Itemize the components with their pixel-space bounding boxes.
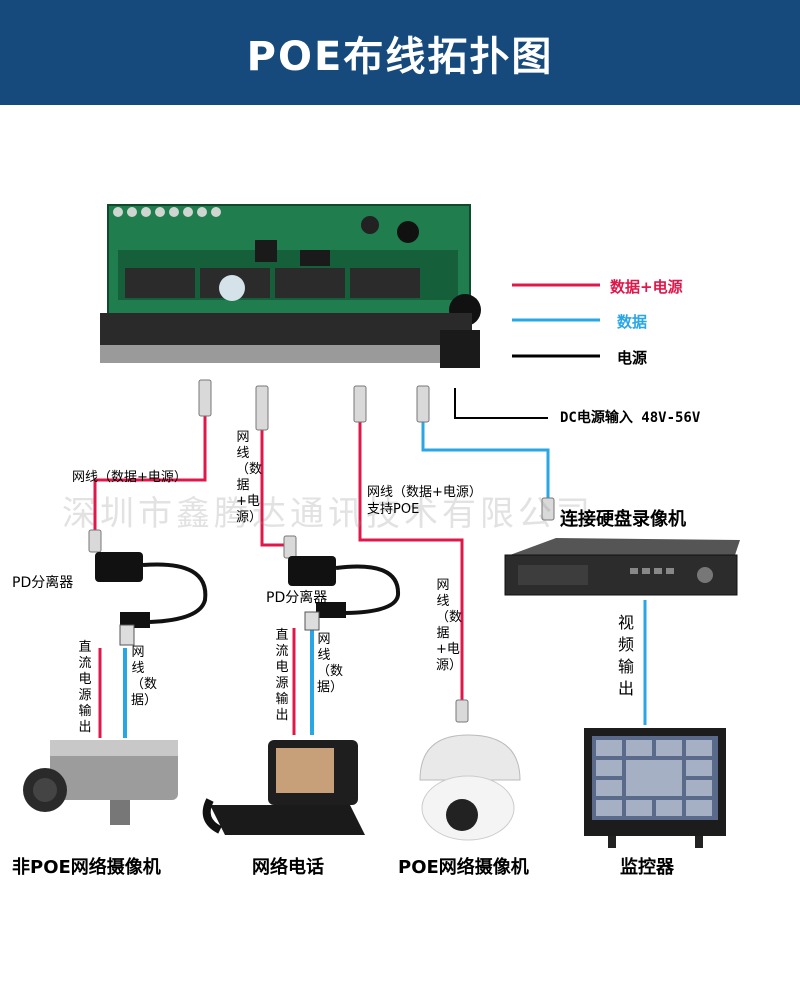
dc-input-label: DC电源输入 48V-56V xyxy=(560,410,701,426)
device-label-dome-camera: POE网络摄像机 xyxy=(398,857,529,878)
cable-label-third-line2: 支持POE xyxy=(367,502,420,517)
ip-phone xyxy=(202,740,365,835)
phone-data-label: 网线（数据） xyxy=(317,632,344,695)
poe-switch xyxy=(100,204,481,368)
device-label-monitor: 监控器 xyxy=(620,857,674,878)
cable-label-second: 网线（数据+电源） xyxy=(236,430,263,525)
legend-label-data: 数据 xyxy=(617,313,648,331)
cable-to-nvr xyxy=(421,420,550,510)
pd-splitter-2 xyxy=(288,556,401,631)
cable-label-dome: 网线（数据+电源） xyxy=(436,578,463,673)
pd-splitter-1 xyxy=(95,552,208,646)
cable-label-left: 网线（数据+电源） xyxy=(72,470,187,485)
splitter-label-2: PD分离器 xyxy=(266,590,328,606)
phone-power-label: 直流电源输出 xyxy=(275,628,289,723)
monitor xyxy=(584,728,726,848)
legend-label-data-power: 数据+电源 xyxy=(610,278,683,296)
rj45-connectors xyxy=(88,379,555,723)
device-label-ip-phone: 网络电话 xyxy=(252,857,324,878)
nvr-label: 连接硬盘录像机 xyxy=(560,509,686,530)
cable-to-dome-camera xyxy=(358,420,464,705)
cable-to-splitter-1 xyxy=(93,415,207,545)
nvr-recorder xyxy=(504,538,740,596)
video-output-label: 视频输出 xyxy=(617,613,634,698)
dome-camera xyxy=(419,734,521,841)
legend-label-power: 电源 xyxy=(617,349,648,367)
watermark-text: 深圳市鑫腾达通讯技术有限公司 xyxy=(62,494,594,534)
splitter-label-1: PD分离器 xyxy=(12,575,74,591)
bullet-camera xyxy=(23,740,178,825)
dc-power-line xyxy=(454,388,548,419)
cam1-data-label: 网线（数据） xyxy=(131,645,158,708)
page-title: POE布线拓扑图 xyxy=(246,33,554,80)
cam1-power-label: 直流电源输出 xyxy=(78,640,92,735)
header-banner: POE布线拓扑图 xyxy=(0,0,800,105)
cable-label-third-line1: 网线（数据+电源） xyxy=(367,485,482,500)
device-label-bullet-camera: 非POE网络摄像机 xyxy=(12,857,161,878)
